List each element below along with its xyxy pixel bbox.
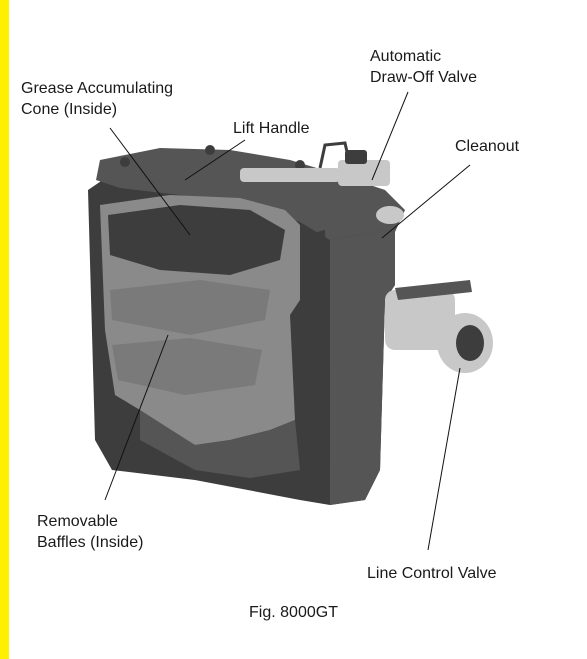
- label-line: Automatic: [370, 48, 442, 65]
- line-control-valve-body: [385, 290, 455, 350]
- draw-off-valve-cap: [345, 150, 367, 164]
- cutaway-floor: [140, 410, 300, 478]
- figure-caption: Fig. 8000GT: [249, 604, 338, 621]
- label-cleanout: Cleanout: [455, 138, 520, 155]
- label-line: Draw-Off Valve: [370, 69, 477, 86]
- label-line: Grease Accumulating: [21, 80, 174, 97]
- label-grease-cone: Grease Accumulating Cone (Inside): [21, 78, 173, 120]
- baffle: [112, 338, 262, 395]
- label-draw-off-valve: Automatic Draw-Off Valve: [370, 46, 477, 88]
- leader-line-lift-handle: [184, 139, 246, 181]
- lid-bolt: [120, 157, 130, 167]
- lid-bolt: [205, 145, 215, 155]
- label-line: Baffles (Inside): [37, 534, 144, 551]
- trap-side-face: [330, 230, 395, 505]
- leader-line-grease-cone: [109, 127, 191, 236]
- cleanout-plug: [376, 206, 404, 224]
- leader-line-line-control: [427, 367, 461, 551]
- leader-line-baffles: [104, 334, 169, 501]
- line-control-valve-opening: [456, 325, 484, 361]
- label-line: Removable: [37, 513, 118, 530]
- line-control-valve-handle: [395, 280, 472, 300]
- label-baffles: Removable Baffles (Inside): [37, 511, 143, 553]
- draw-off-valve-pipe: [240, 168, 340, 182]
- lid-bolt: [295, 160, 305, 170]
- grease-cone: [108, 205, 285, 275]
- yellow-accent-bar: [0, 0, 9, 659]
- trap-lid: [96, 148, 405, 240]
- label-line-control-valve: Line Control Valve: [367, 565, 497, 582]
- leader-line-cleanout: [381, 164, 471, 239]
- partition-wall: [305, 230, 330, 470]
- leader-line-draw-off: [371, 91, 409, 181]
- label-line: Cone (Inside): [21, 101, 118, 118]
- label-lift-handle: Lift Handle: [233, 120, 310, 137]
- baffle: [110, 280, 270, 335]
